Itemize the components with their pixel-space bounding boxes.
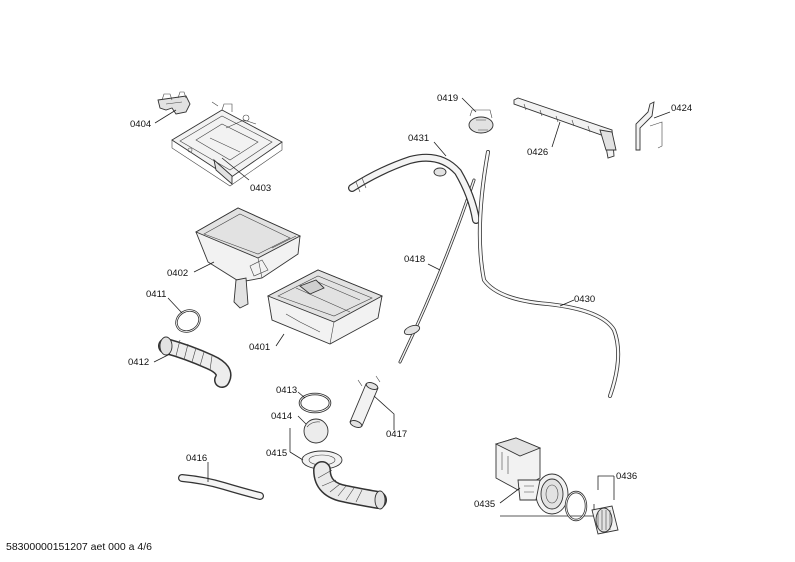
leader-0414 — [297, 415, 307, 425]
part-0418-rod — [398, 178, 476, 364]
label-0435: 0435 — [474, 499, 495, 510]
part-0424-bracket — [635, 101, 663, 151]
part-0413-gasket — [298, 392, 332, 414]
part-0417-sensor — [349, 375, 381, 428]
part-0431-hose — [348, 153, 480, 224]
part-0403-frame — [171, 101, 283, 187]
leader-0435-a — [499, 487, 521, 504]
part-0414-ball — [303, 418, 329, 444]
label-0424: 0424 — [671, 103, 692, 114]
leader-0413 — [297, 391, 306, 399]
label-0419: 0419 — [437, 93, 458, 104]
leader-0403 — [221, 157, 250, 181]
leader-0404 — [154, 109, 177, 124]
label-0401: 0401 — [249, 342, 270, 353]
leader-0417 — [373, 395, 395, 430]
part-0419-valve — [468, 109, 494, 134]
label-0426: 0426 — [527, 147, 548, 158]
leader-0412 — [153, 353, 171, 363]
part-0402-drawer-housing — [194, 207, 302, 309]
leader-0431 — [433, 141, 447, 157]
label-0403: 0403 — [250, 183, 271, 194]
label-0418: 0418 — [404, 254, 425, 265]
label-0411: 0411 — [146, 289, 166, 300]
leader-0402 — [193, 261, 215, 273]
label-0417: 0417 — [386, 429, 407, 440]
document-reference-footer: 58300000151207 aet 000 a 4/6 — [6, 541, 152, 553]
label-0402: 0402 — [167, 268, 188, 279]
leader-0436 — [597, 475, 614, 490]
label-0413: 0413 — [276, 385, 297, 396]
label-0431: 0431 — [408, 133, 429, 144]
label-0436: 0436 — [616, 471, 637, 482]
part-0412-bellows-hose — [158, 336, 232, 388]
part-0416-hose — [178, 474, 264, 500]
label-0412: 0412 — [128, 357, 149, 368]
part-0426-rail — [513, 97, 617, 159]
label-0416: 0416 — [186, 453, 207, 464]
part-0436-filter — [591, 505, 619, 535]
label-0415: 0415 — [266, 448, 287, 459]
leader-0419 — [461, 97, 477, 113]
leader-0430 — [559, 299, 575, 307]
leader-0401 — [275, 333, 285, 347]
leader-0426 — [551, 121, 561, 148]
part-0436-ring — [564, 490, 588, 522]
part-0411-ring — [175, 309, 201, 333]
leader-0418 — [427, 263, 441, 271]
part-0401-detergent-drawer — [266, 269, 384, 345]
leader-0411 — [167, 297, 183, 314]
leader-0424 — [653, 111, 671, 119]
part-0415-sump-hose — [301, 450, 387, 510]
part-0435-pump — [494, 437, 569, 515]
part-0404-clip — [157, 91, 191, 115]
label-0404: 0404 — [130, 119, 151, 130]
label-0414: 0414 — [271, 411, 292, 422]
leader-0415 — [289, 451, 304, 461]
label-0430: 0430 — [574, 294, 595, 305]
part-0430-hose — [477, 150, 621, 398]
